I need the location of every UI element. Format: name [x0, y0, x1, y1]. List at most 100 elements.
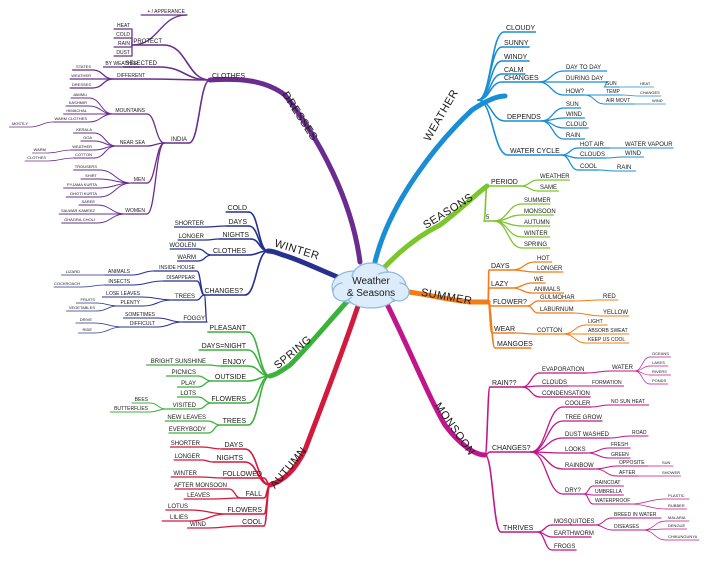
node-weather-hot-air[interactable]: HOT AIR	[580, 142, 605, 148]
node-monsoon-rivers[interactable]: RIVERS	[652, 369, 667, 374]
node-autumn-cool[interactable]: COOL	[242, 519, 262, 526]
node-winter-inside-house[interactable]: INSIDE HOUSE	[159, 265, 196, 271]
node-autumn-shorter[interactable]: SHORTER	[171, 441, 201, 447]
node-monsoon-ponds[interactable]: PONDS	[652, 378, 667, 383]
node-dresses-near-sea[interactable]: NEAR SEA	[120, 140, 146, 146]
node-monsoon-dengue[interactable]: DENGUE	[668, 523, 685, 528]
node-monsoon-after[interactable]: AFTER	[619, 470, 636, 476]
node-weather-changes-small[interactable]: CHANGES	[640, 90, 660, 95]
node-winter-clothes[interactable]: CLOTHES	[213, 248, 246, 255]
node-monsoon-opposite[interactable]: OPPOSITE	[619, 460, 645, 466]
node-monsoon-dust-washed[interactable]: DUST WASHED	[565, 432, 610, 438]
node-summer-mangoes[interactable]: MANGOES	[497, 341, 533, 348]
node-dresses-pyjama-kurta[interactable]: PYJAMA KURTA	[67, 182, 97, 187]
node-monsoon-oceans[interactable]: OCEANS	[652, 351, 669, 356]
node-spring-flowers[interactable]: FLOWERS	[211, 396, 246, 403]
node-seasons-monsoon[interactable]: MONSOON	[524, 209, 556, 215]
node-monsoon-malaria[interactable]: MALARIA	[668, 515, 686, 520]
node-winter-foggy[interactable]: FOGGY	[183, 316, 205, 322]
node-summer-absorb-sweat[interactable]: ABSORB SWEAT	[588, 328, 628, 334]
node-spring-days-night[interactable]: DAYS=NIGHT	[202, 343, 247, 350]
branch-label-monsoon[interactable]: MONSOON	[432, 401, 477, 458]
node-weather-windy[interactable]: WINDY	[504, 54, 528, 61]
node-autumn-after-monsoon[interactable]: AFTER MONSOON	[174, 483, 227, 489]
node-autumn-winter[interactable]: WINTER	[173, 471, 197, 477]
node-weather-clouds[interactable]: CLOUDS	[580, 152, 605, 158]
node-monsoon-mosquitoes[interactable]: MOSQUITOES	[554, 519, 595, 525]
node-weather-sunny[interactable]: SUNNY	[504, 40, 529, 47]
node-dresses-protect[interactable]: PROTECT	[133, 39, 162, 45]
node-monsoon-no-sun-heat[interactable]: NO SUN HEAT	[611, 399, 645, 405]
node-monsoon-tree-grow[interactable]: TREE GROW	[565, 415, 602, 421]
node-monsoon-plastic[interactable]: PLASTIC	[668, 493, 685, 498]
node-summer-keep-us-cool[interactable]: KEEP US COOL	[588, 337, 625, 343]
node-winter-cockroach[interactable]: COCKROACH	[54, 281, 80, 286]
node-monsoon-shower[interactable]: SHOWER	[662, 470, 680, 475]
node-autumn-nights[interactable]: NIGHTS	[217, 455, 244, 462]
node-seasons-weather[interactable]: WEATHER	[540, 174, 570, 180]
node-seasons-period[interactable]: PERIOD	[491, 179, 518, 186]
node-weather-c-wind[interactable]: WIND	[625, 151, 642, 157]
node-weather-wind[interactable]: WIND	[652, 98, 663, 103]
node-dresses-weather[interactable]: WEATHER	[71, 73, 91, 78]
node-weather-water-vapour[interactable]: WATER VAPOUR	[625, 142, 673, 148]
node-spring-enjoy[interactable]: ENJOY	[223, 359, 247, 366]
node-spring-lots[interactable]: LOTS	[180, 391, 196, 397]
node-dresses-clothes[interactable]: CLOTHES	[212, 73, 245, 80]
node-seasons-winter[interactable]: WINTER	[524, 231, 548, 237]
node-dresses-states[interactable]: STATES	[76, 64, 91, 69]
node-winter-vegetables[interactable]: VEGETABLES	[69, 305, 95, 310]
node-summer-wear[interactable]: WEAR	[494, 326, 515, 333]
node-monsoon-green[interactable]: GREEN	[611, 452, 629, 458]
node-weather-d-cloud[interactable]: CLOUD	[566, 122, 588, 128]
node-winter-lose-leaves[interactable]: LOSE LEAVES	[106, 291, 140, 297]
node-dresses-jammu[interactable]: JAMMU	[73, 92, 87, 97]
node-autumn-longer[interactable]: LONGER	[175, 454, 201, 460]
branch-label-weather[interactable]: WEATHER	[422, 88, 461, 144]
node-monsoon-lakes[interactable]: LAKES	[652, 360, 665, 365]
node-dresses-trousers[interactable]: TROUSERS	[75, 164, 98, 169]
node-dresses-selected[interactable]: SELECTED	[125, 61, 157, 67]
node-weather-heat[interactable]: HEAT	[640, 81, 651, 86]
node-monsoon-condensation[interactable]: CONDENSATION	[542, 391, 590, 397]
node-weather-cloudy[interactable]: CLOUDY	[506, 25, 536, 32]
node-monsoon-evaporation[interactable]: EVAPORATION	[542, 367, 584, 373]
node-winter-animals[interactable]: ANIMALS	[108, 269, 131, 275]
node-winter-cold[interactable]: COLD	[228, 205, 247, 212]
node-summer-animals[interactable]: ANIMALS	[534, 287, 560, 293]
node-monsoon-earthworm[interactable]: EARTHWORM	[554, 531, 594, 537]
node-autumn-lilies[interactable]: LILIES	[170, 515, 188, 521]
node-summer-gulmohar[interactable]: GULMOHAR	[540, 295, 575, 301]
node-winter-lizard[interactable]: LIZARD	[66, 269, 80, 274]
branch-label-summer[interactable]: SUMMER	[420, 287, 473, 308]
node-dresses-mountains[interactable]: MOUNTAINS	[115, 108, 145, 114]
node-autumn-leaves[interactable]: LEAVES	[187, 493, 210, 499]
node-summer-hot[interactable]: HOT	[537, 256, 550, 262]
node-weather-day-to-day[interactable]: DAY TO DAY	[566, 65, 601, 71]
node-monsoon-water[interactable]: WATER	[612, 365, 634, 371]
node-spring-trees[interactable]: TREES	[223, 418, 247, 425]
node-monsoon-cooler[interactable]: COOLER	[565, 401, 591, 407]
node-weather-calm[interactable]: CALM	[504, 67, 524, 74]
node-autumn-followed[interactable]: FOLLOWED	[223, 471, 262, 478]
node-winter-nights[interactable]: NIGHTS	[223, 232, 250, 239]
node-seasons-autumn[interactable]: AUTUMN	[524, 220, 550, 226]
node-autumn-days[interactable]: DAYS	[224, 442, 243, 449]
node-spring-outside[interactable]: OUTSIDE	[215, 374, 246, 381]
node-spring-bright-sunshine[interactable]: BRIGHT SUNSHINE	[151, 359, 206, 365]
node-weather-during-day[interactable]: DURING DAY	[566, 76, 603, 82]
node-spring-butterflies[interactable]: BUTTERFLIES	[114, 406, 149, 412]
node-winter-insects[interactable]: INSECTS	[108, 279, 130, 285]
node-autumn-wind[interactable]: WIND	[190, 522, 207, 528]
node-winter-warm[interactable]: WARM	[177, 255, 196, 261]
branch-label-spring[interactable]: SPRING	[272, 334, 314, 372]
node-dresses-dhoti-kurta[interactable]: DHOTI KURTA	[70, 191, 97, 196]
node-monsoon-diseases[interactable]: DISEASES	[614, 524, 640, 530]
node-dresses-appearance[interactable]: + / APPERANCE	[147, 9, 185, 15]
node-summer-flower[interactable]: FLOWER?	[493, 299, 527, 306]
node-monsoon-fresh[interactable]: FRESH	[611, 442, 628, 448]
node-dresses-sea-weather[interactable]: WEATHER	[72, 144, 92, 149]
node-dresses-kerala[interactable]: KERALA	[76, 127, 92, 132]
node-dresses-saree[interactable]: SAREE	[81, 199, 95, 204]
node-spring-everybody[interactable]: EVERYBODY	[169, 427, 206, 433]
